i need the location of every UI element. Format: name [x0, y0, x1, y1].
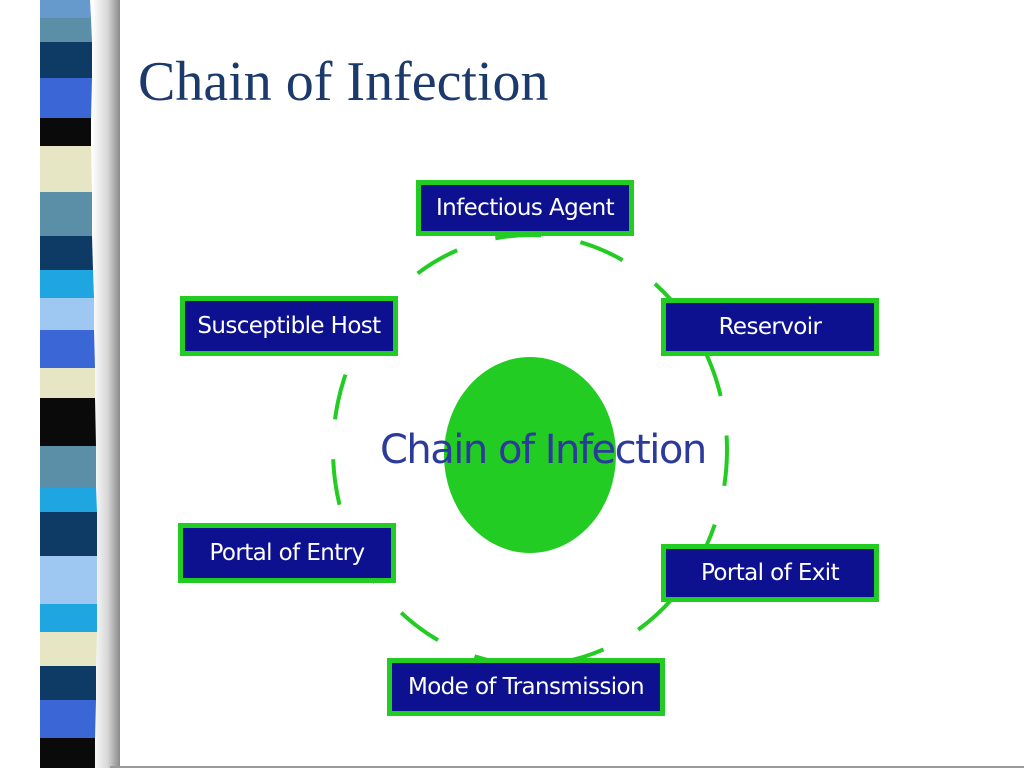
node-portal-of-exit: Portal of Exit: [661, 544, 879, 602]
node-label: Reservoir: [718, 314, 822, 340]
node-label: Susceptible Host: [197, 313, 381, 339]
node-portal-of-entry: Portal of Entry: [178, 523, 396, 583]
node-label: Portal of Entry: [209, 540, 365, 566]
node-label: Infectious Agent: [435, 195, 615, 221]
node-label: Mode of Transmission: [407, 674, 645, 700]
node-reservoir: Reservoir: [661, 298, 879, 356]
center-circle: [444, 357, 616, 553]
node-mode-of-transmission: Mode of Transmission: [387, 658, 665, 716]
node-infectious-agent: Infectious Agent: [416, 180, 634, 236]
page-bottom-divider: [110, 766, 1024, 768]
slide-title: Chain of Infection: [138, 51, 549, 113]
decorative-side-strip: [0, 0, 120, 768]
node-susceptible-host: Susceptible Host: [180, 296, 398, 356]
node-label: Portal of Exit: [700, 560, 840, 586]
center-label: Chain of Infection: [380, 427, 707, 473]
